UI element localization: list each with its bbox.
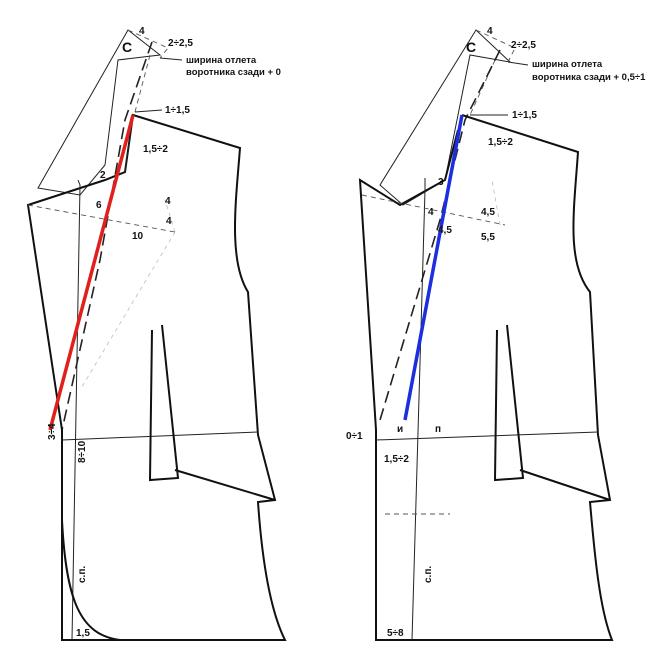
left-roll-guide-line-red bbox=[48, 114, 135, 431]
note-line2: воротника сзади + 0,5÷1 bbox=[532, 72, 646, 83]
label-chest-4a: 4 bbox=[165, 196, 171, 207]
right-front-outline bbox=[358, 114, 614, 641]
label-waist-range: 8÷10 bbox=[77, 440, 88, 463]
label-hem-round: 1,5 bbox=[76, 628, 90, 639]
left-pattern: С 4 2÷2,5 ширина отлета воротника сзади … bbox=[26, 26, 287, 641]
label-button-p: п bbox=[435, 424, 441, 435]
left-collar-outline bbox=[37, 29, 162, 196]
label-neck-drop: 1,5÷2 bbox=[143, 144, 168, 155]
label-shoulder-ext: 1÷1,5 bbox=[512, 110, 537, 121]
label-chest-45b: 4,5 bbox=[438, 225, 452, 236]
right-waist-line bbox=[375, 431, 599, 441]
right-chest-guide bbox=[491, 179, 501, 226]
label-top-width: 4 bbox=[139, 26, 145, 37]
label-shoulder-ext: 1÷1,5 bbox=[165, 105, 190, 116]
label-collar-offset: 2÷2,5 bbox=[511, 40, 536, 51]
note-line2: воротника сзади + 0 bbox=[186, 67, 281, 78]
label-chest-55: 5,5 bbox=[481, 232, 495, 243]
note-line1: ширина отлета bbox=[532, 59, 603, 70]
label-chest-4b: 4 bbox=[166, 216, 172, 227]
left-waist-line bbox=[61, 431, 259, 441]
left-front-outline bbox=[26, 113, 287, 641]
right-chest-line bbox=[361, 194, 506, 226]
left-collar-stand bbox=[127, 29, 169, 113]
label-top-width: 4 bbox=[487, 26, 493, 37]
left-hem-curve bbox=[61, 519, 121, 641]
label-break-point: 3÷4 bbox=[47, 423, 58, 440]
label-lapel-2: 2 bbox=[100, 170, 106, 181]
label-neck-drop: 1,5÷2 bbox=[488, 137, 513, 148]
right-roll-guide-line-blue bbox=[403, 114, 464, 421]
label-center-front: с.п. bbox=[77, 566, 88, 583]
label-chest-10: 10 bbox=[132, 231, 144, 242]
left-dart bbox=[148, 324, 276, 501]
right-note-arrow bbox=[507, 61, 529, 66]
label-lapel-6: 6 bbox=[96, 200, 102, 211]
label-lap: 1,5÷2 bbox=[384, 454, 409, 465]
label-lapel-3: 3 bbox=[438, 177, 444, 188]
right-dart bbox=[493, 324, 611, 501]
label-lapel-4: 4 bbox=[428, 207, 434, 218]
left-chest-line bbox=[27, 204, 176, 233]
label-center-front: с.п. bbox=[423, 566, 434, 583]
label-button-i: и bbox=[397, 424, 403, 435]
right-pattern: С 4 2÷2,5 ширина отлета воротника сзади … bbox=[346, 26, 646, 641]
note-line1: ширина отлета bbox=[186, 55, 257, 66]
label-hem-range: 5÷8 bbox=[387, 628, 404, 639]
label-chest-45a: 4,5 bbox=[481, 207, 495, 218]
label-collar-offset: 2÷2,5 bbox=[168, 38, 193, 49]
label-c: С bbox=[466, 39, 476, 55]
right-collar-stand bbox=[469, 29, 516, 116]
label-c: С bbox=[122, 39, 132, 55]
right-lapel-fold bbox=[411, 178, 426, 641]
label-break-point: 0÷1 bbox=[346, 431, 363, 442]
left-lapel-fold bbox=[71, 179, 81, 641]
left-chest-guide bbox=[79, 199, 176, 391]
left-shoulder-pointer bbox=[134, 109, 163, 113]
left-note-arrow bbox=[159, 57, 183, 61]
